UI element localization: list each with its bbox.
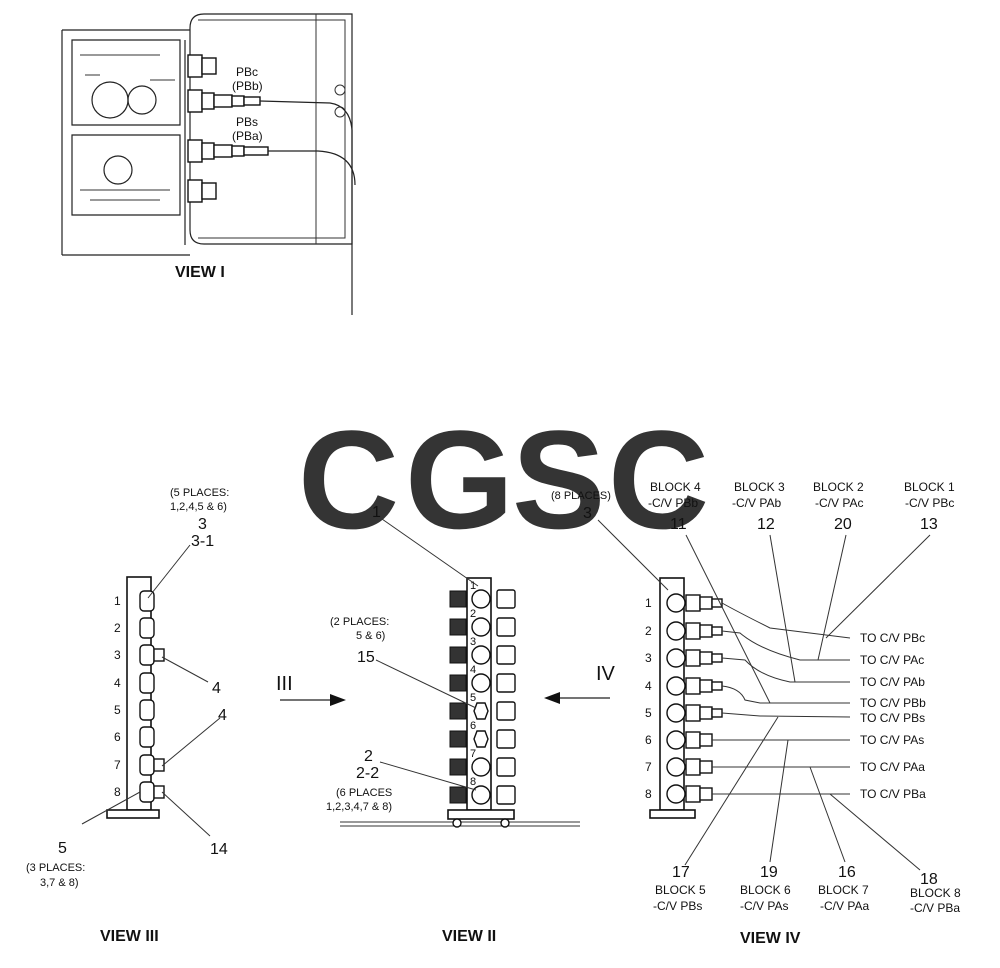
- view-ii-port-2: 2: [470, 608, 476, 620]
- view-ii-port-7: 7: [470, 748, 476, 760]
- view-i-label-pba: (PBa): [232, 129, 263, 143]
- view-iv-block5-cv: -C/V PBs: [653, 899, 702, 913]
- view-iv-block8-num: 18: [920, 871, 938, 888]
- view-iv-block1-cv: -C/V PBc: [905, 496, 954, 510]
- view-iv-block1-name: BLOCK 1: [904, 480, 955, 494]
- watermark-letter-g: G: [405, 401, 514, 558]
- view-iv-block4-name: BLOCK 4: [650, 480, 701, 494]
- view-iii-port-6: 6: [114, 730, 121, 744]
- view-ii-port-5: 5: [470, 692, 476, 704]
- view-iii-port-4: 4: [114, 676, 121, 690]
- view-iv-block7-name: BLOCK 7: [818, 883, 869, 897]
- view-iv-note-top: (8 PLACES): [551, 490, 611, 502]
- view-iii-callout-4a: 4: [212, 680, 221, 697]
- view-ii-note-mid-2: 5 & 6): [356, 630, 385, 642]
- view-iv-title: VIEW IV: [740, 930, 801, 947]
- view-iv-block4-num: 11: [670, 516, 687, 533]
- view-iii-note-top-2: 1,2,4,5 & 6): [170, 501, 227, 513]
- view-i-label-pbs: PBs: [236, 115, 258, 129]
- view-iv-to-label-2: TO C/V PAc: [860, 653, 924, 667]
- view-iv-port-6: 6: [645, 733, 652, 747]
- view-iv-block2-cv: -C/V PAc: [815, 496, 863, 510]
- view-ii-port-8: 8: [470, 776, 476, 788]
- view-iv-block3-num: 12: [757, 516, 775, 533]
- view-ii-port-3: 3: [470, 636, 476, 648]
- view-iv-port-4: 4: [645, 679, 652, 693]
- view-iv-port-3: 3: [645, 651, 652, 665]
- view-iv-port-2: 2: [645, 624, 652, 638]
- view-iv-to-label-6: TO C/V PAs: [860, 733, 924, 747]
- view-ii-port-4: 4: [470, 664, 476, 676]
- view-i-label-pbb: (PBb): [232, 79, 263, 93]
- view-iv-to-label-3: TO C/V PAb: [860, 675, 925, 689]
- view-ii-callout-15: 15: [357, 649, 375, 666]
- view-iii-note-bottom-2: 3,7 & 8): [40, 877, 79, 889]
- view-iv-block4-cv: -C/V PBb: [648, 496, 698, 510]
- watermark-letter-c2: C: [608, 401, 709, 558]
- view-iv-block2-name: BLOCK 2: [813, 480, 864, 494]
- view-iv-callout-3: 3: [583, 505, 592, 522]
- view-iii-note-bottom-1: (3 PLACES:: [26, 862, 85, 874]
- view-ii-title: VIEW II: [442, 928, 496, 945]
- view-ii-callout-2: 2: [364, 748, 373, 765]
- view-iii-port-2: 2: [114, 621, 121, 635]
- view-iii-callout-14: 14: [210, 841, 228, 858]
- view-iv-block6-name: BLOCK 6: [740, 883, 791, 897]
- view-iv-block8-name: BLOCK 8: [910, 886, 961, 900]
- view-iv-block6-num: 19: [760, 864, 778, 881]
- view-iv-block5-name: BLOCK 5: [655, 883, 706, 897]
- view-iii-port-5: 5: [114, 703, 121, 717]
- view-ii-callout-2-2: 2-2: [356, 765, 379, 782]
- view-iii-callout-5: 5: [58, 840, 67, 857]
- view-iii-drawing: [81, 544, 346, 837]
- view-ii-port-1: 1: [470, 580, 476, 592]
- view-ii-drawing: [340, 518, 610, 828]
- view-iii-callout-3-1: 3-1: [191, 533, 214, 550]
- view-iv-port-5: 5: [645, 706, 652, 720]
- view-iii-callout-3: 3: [198, 516, 207, 533]
- view-iv-to-label-8: TO C/V PBa: [860, 787, 926, 801]
- view-iv-to-label-4: TO C/V PBb: [860, 696, 926, 710]
- view-iii-port-7: 7: [114, 758, 121, 772]
- watermark-letter-c1: C: [298, 401, 399, 558]
- view-iii-port-1: 1: [114, 594, 121, 608]
- view-ii-note-bottom-2: 1,2,3,4,7 & 8): [326, 801, 392, 813]
- view-iv-block1-num: 13: [920, 516, 938, 533]
- view-iv-block7-cv: -C/V PAa: [820, 899, 869, 913]
- view-iv-block6-cv: -C/V PAs: [740, 899, 788, 913]
- view-iv-block7-num: 16: [838, 864, 856, 881]
- view-iv-drawing: [597, 519, 931, 871]
- view-iv-to-label-7: TO C/V PAa: [860, 760, 925, 774]
- view-iii-port-3: 3: [114, 648, 121, 662]
- view-iii-title: VIEW III: [100, 928, 159, 945]
- view-iv-to-label-5: TO C/V PBs: [860, 711, 925, 725]
- view-iv-to-label-1: TO C/V PBc: [860, 631, 925, 645]
- view-iv-port-8: 8: [645, 787, 652, 801]
- view-iv-port-7: 7: [645, 760, 652, 774]
- watermark: C G S C: [298, 401, 709, 558]
- view-iii-arrow-label: III: [276, 673, 293, 695]
- view-iv-port-1: 1: [645, 596, 652, 610]
- view-i-drawing: [61, 13, 356, 315]
- view-ii-callout-1: 1: [372, 504, 381, 521]
- view-iv-block3-cv: -C/V PAb: [732, 496, 781, 510]
- view-i-label-pbc: PBc: [236, 65, 258, 79]
- view-iv-block8-cv: -C/V PBa: [910, 901, 960, 915]
- view-i-title: VIEW I: [175, 264, 225, 281]
- view-ii-note-bottom-1: (6 PLACES: [336, 787, 392, 799]
- watermark-letter-s: S: [512, 401, 605, 558]
- view-iii-callout-4b: 4: [218, 707, 227, 724]
- view-ii-port-6: 6: [470, 720, 476, 732]
- view-iii-note-top-1: (5 PLACES:: [170, 487, 229, 499]
- view-ii-note-mid-1: (2 PLACES:: [330, 616, 389, 628]
- view-iv-block3-name: BLOCK 3: [734, 480, 785, 494]
- view-iv-block5-num: 17: [672, 864, 690, 881]
- view-iv-block2-num: 20: [834, 516, 852, 533]
- view-iv-arrow-label: IV: [596, 663, 616, 685]
- view-iii-port-8: 8: [114, 785, 121, 799]
